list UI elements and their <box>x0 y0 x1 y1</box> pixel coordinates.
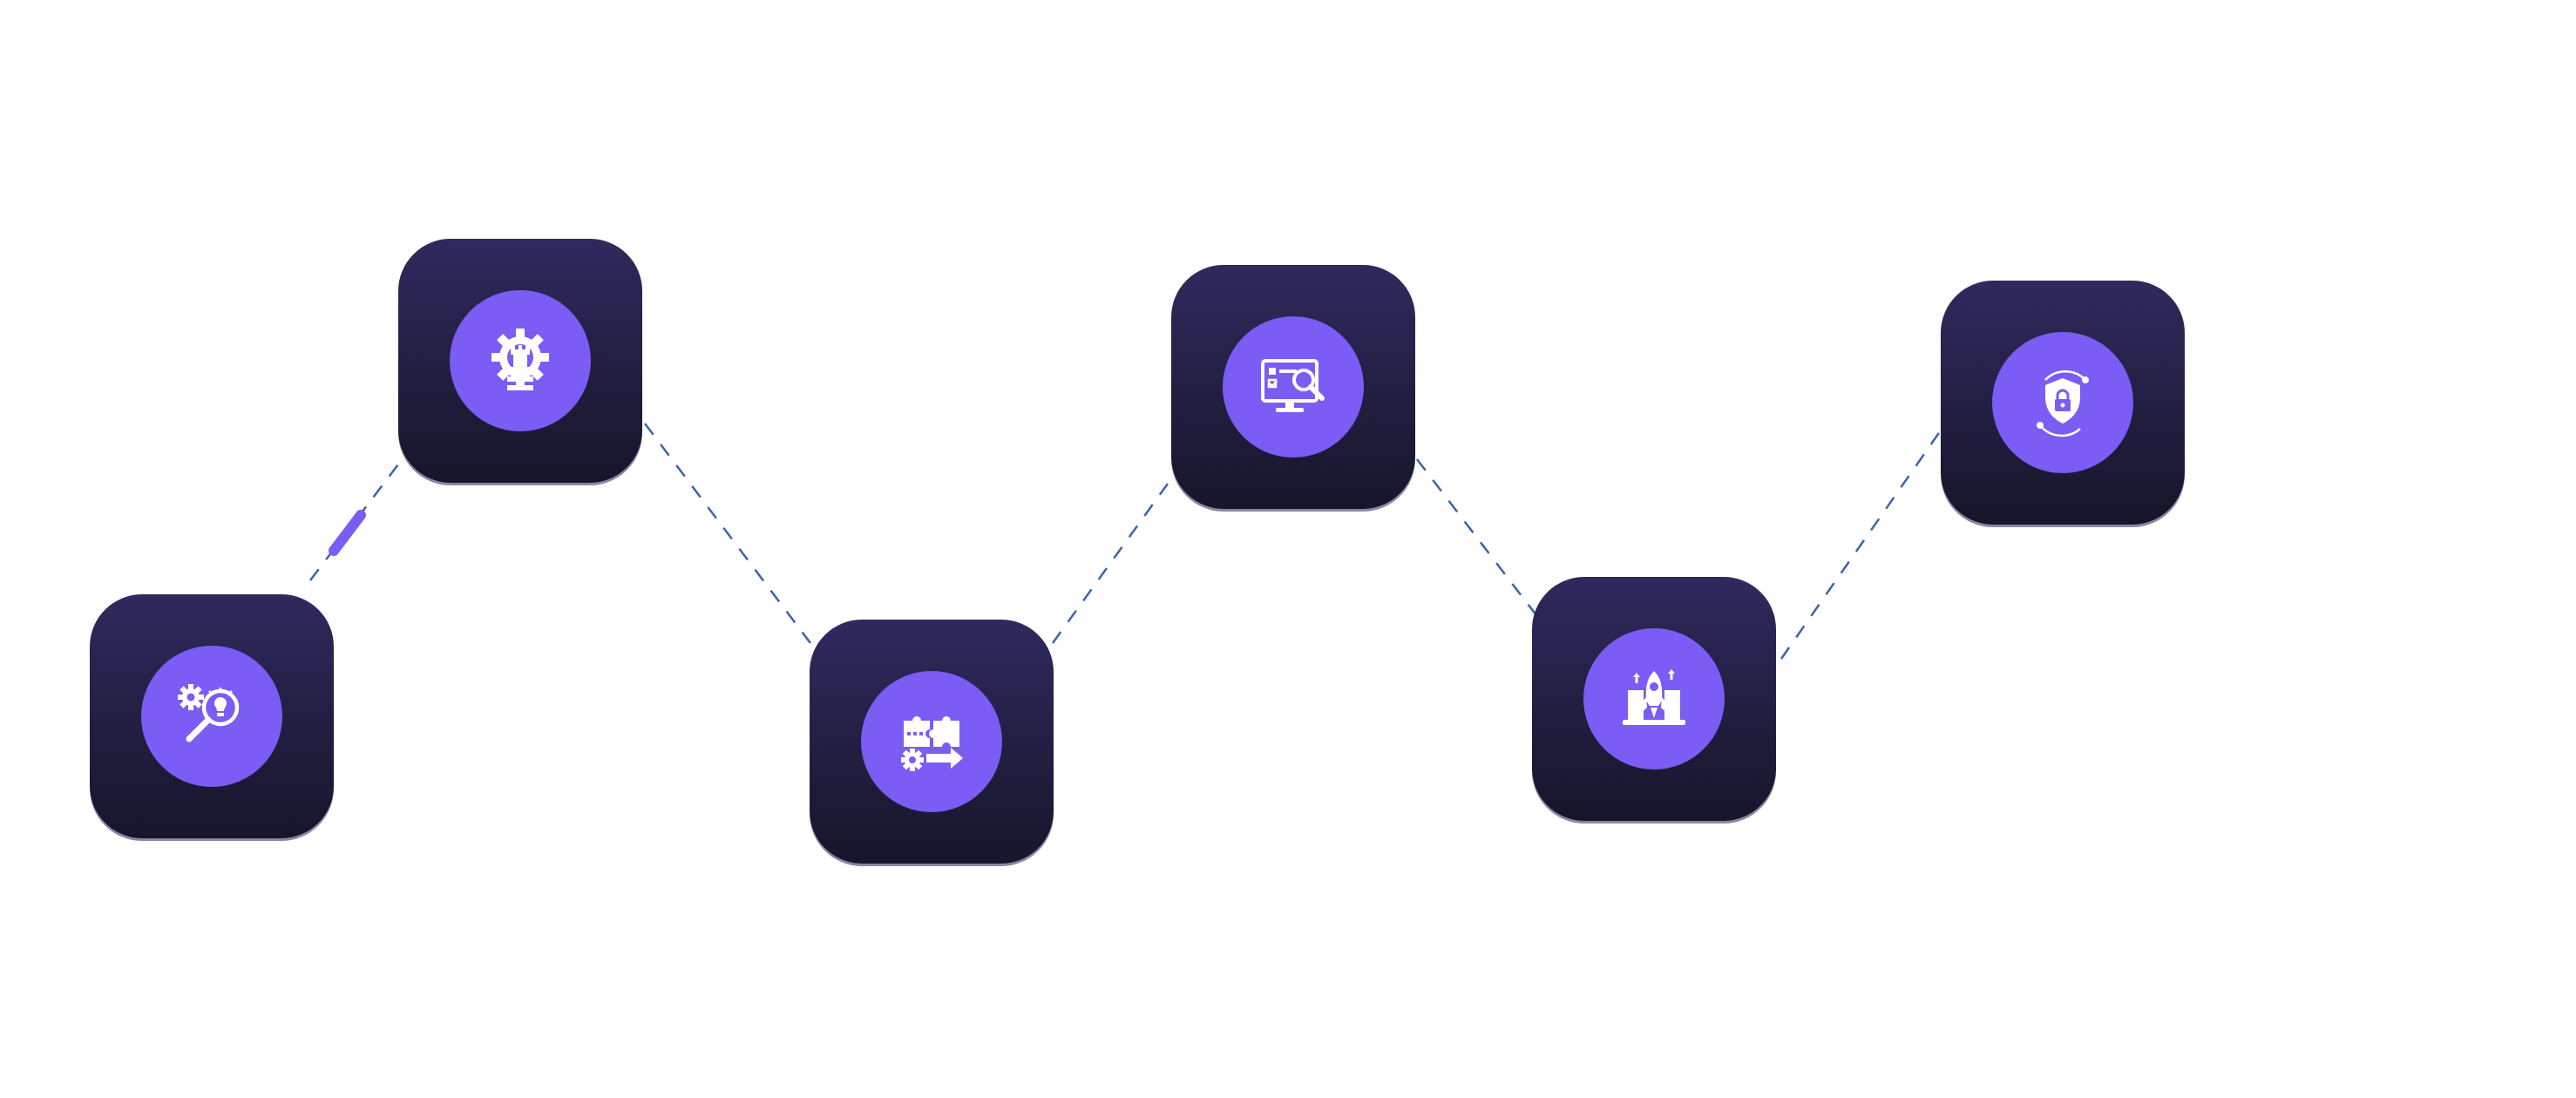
step-icon-circle <box>450 290 591 431</box>
step-icon-circle <box>861 671 1002 812</box>
step-tile-4[interactable] <box>1171 265 1415 509</box>
monitor-checklist-search-icon <box>1261 359 1325 412</box>
connector-5-6 <box>1779 427 1944 660</box>
puzzle-gear-arrow-icon <box>901 716 963 771</box>
magnifier-gear-lightbulb-icon <box>178 684 240 742</box>
step-icon-circle <box>1583 628 1725 769</box>
step-icon-circle <box>1223 316 1364 458</box>
step-tile-3[interactable] <box>810 620 1054 864</box>
step-icon-circle <box>1992 332 2133 473</box>
step-tile-5[interactable] <box>1532 577 1776 821</box>
connector-1-2-progress <box>329 510 366 556</box>
step-icon-circle <box>141 646 282 787</box>
step-tile-6[interactable] <box>1941 281 2185 525</box>
shield-lock-icon <box>2037 370 2089 437</box>
laptop-rocket-icon <box>1623 669 1685 725</box>
gear-chess-rook-icon <box>491 329 549 390</box>
step-tile-2[interactable] <box>398 239 642 483</box>
connector-2-3 <box>644 423 811 644</box>
connector-4-5 <box>1416 458 1540 620</box>
step-tile-1[interactable] <box>90 594 334 838</box>
connector-3-4 <box>1051 483 1169 644</box>
